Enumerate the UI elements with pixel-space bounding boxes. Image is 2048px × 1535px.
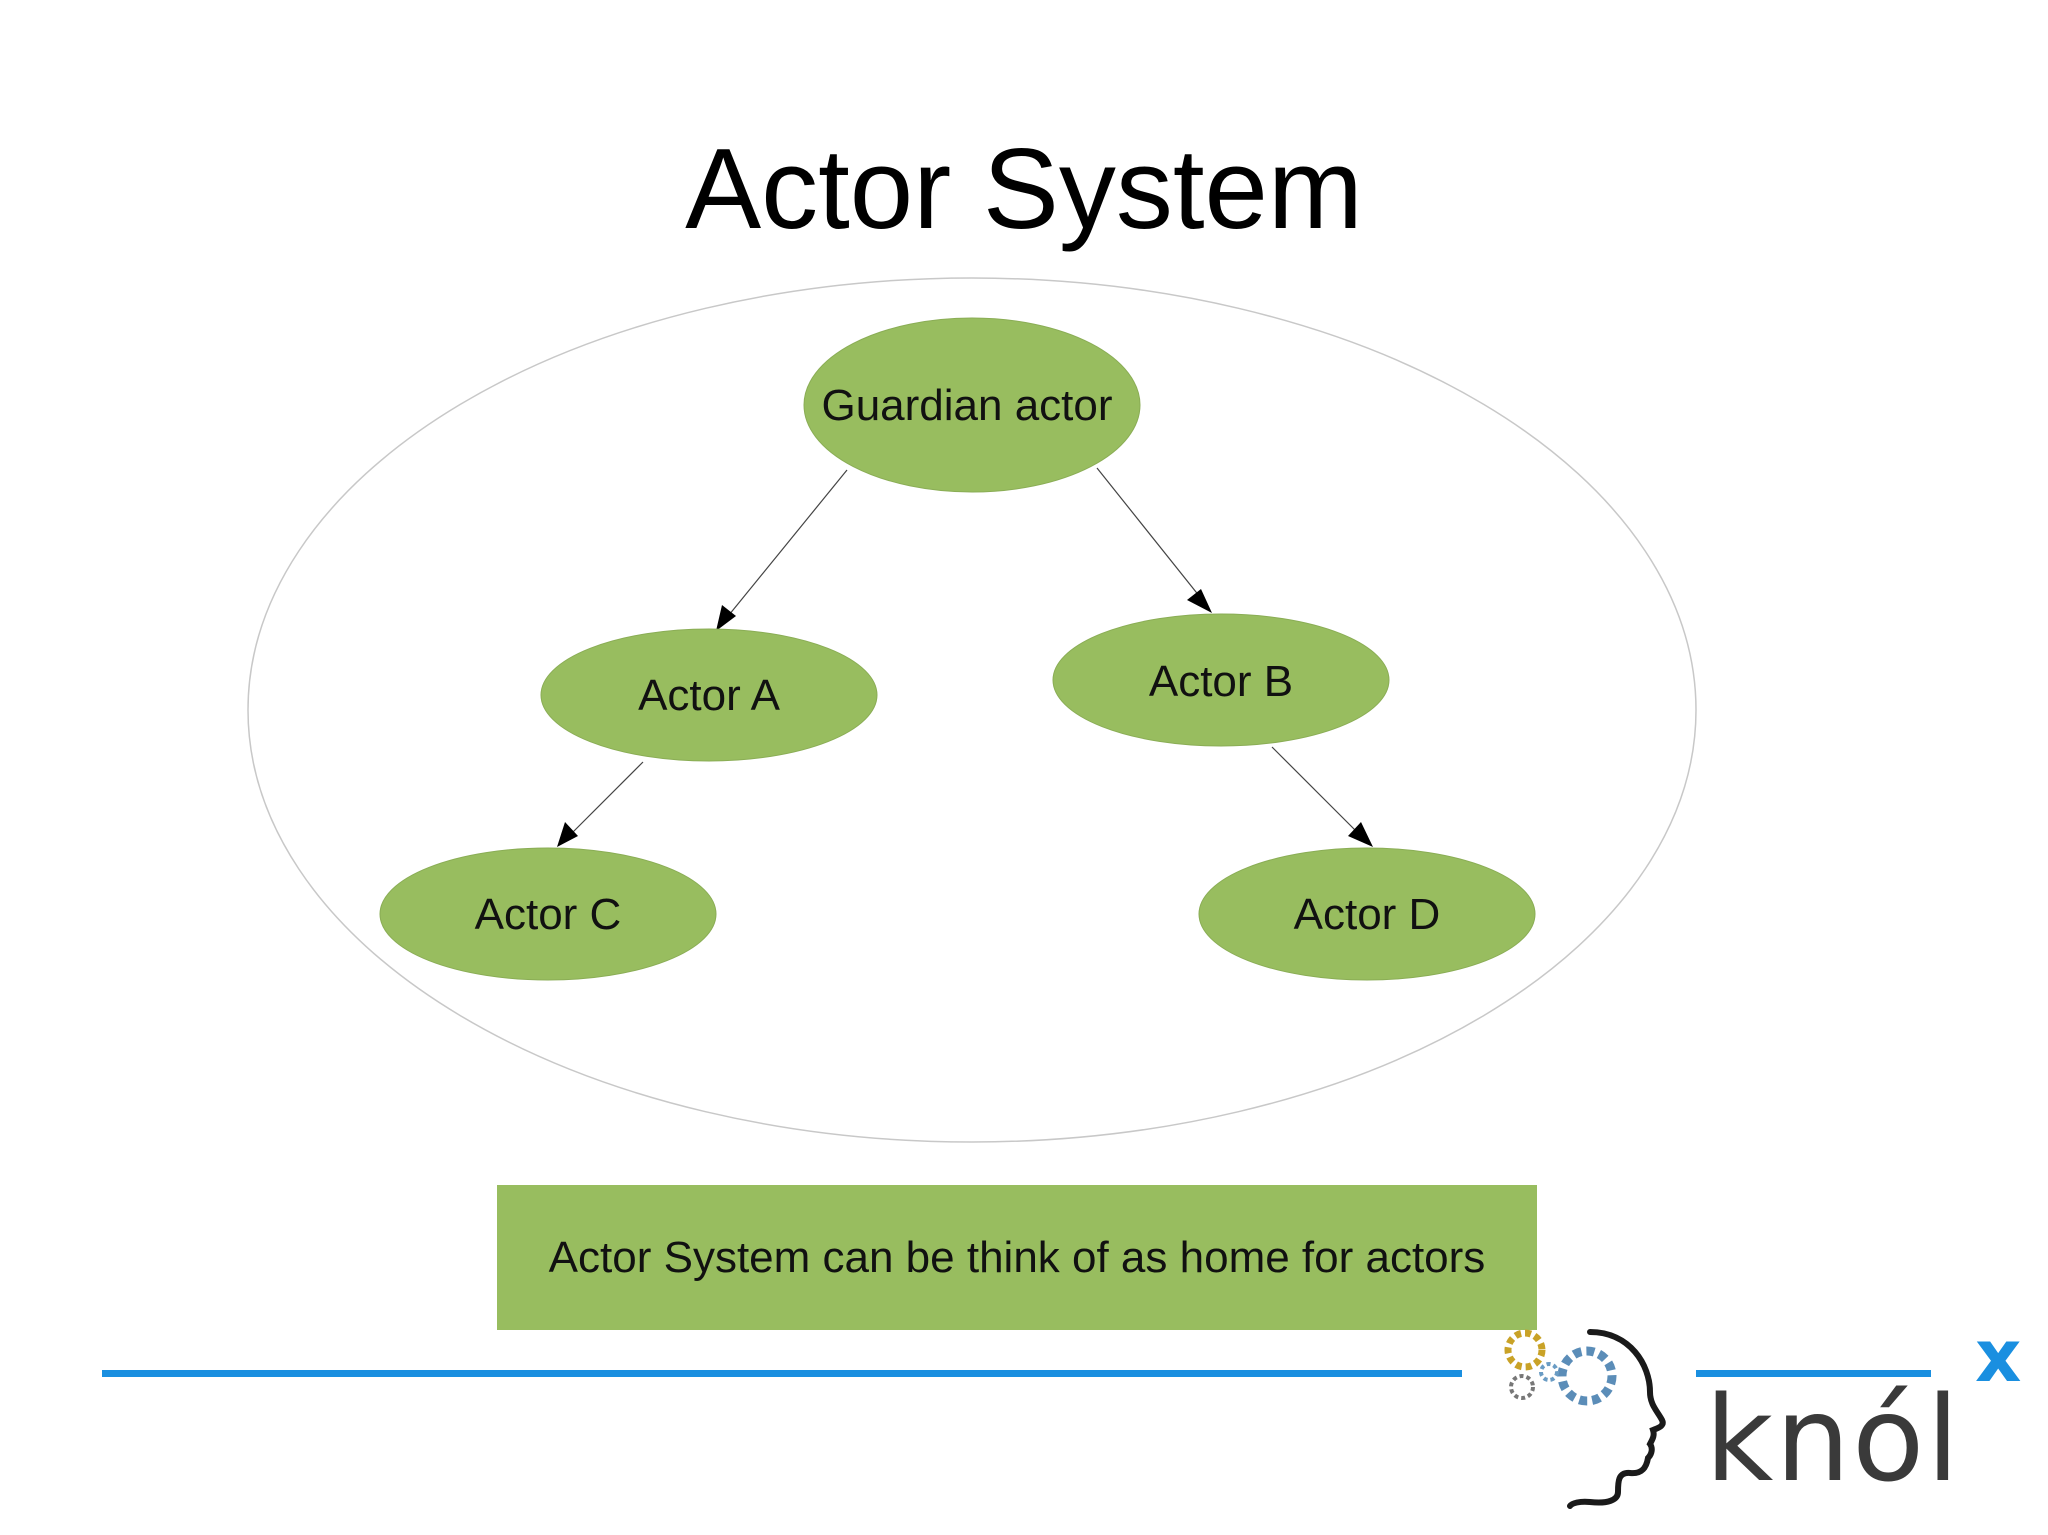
node-label-actor-a: Actor A [638, 671, 780, 720]
node-actor-c: Actor C [379, 847, 717, 981]
edge-guardian-to-actor-a [719, 469, 848, 627]
caption-box: Actor System can be think of as home for… [548, 1232, 1486, 1282]
node-actor-b: Actor B [1052, 613, 1390, 747]
knolx-logo: knól x [1490, 1320, 2030, 1520]
node-label-actor-c: Actor C [475, 890, 622, 939]
footer-line-left [102, 1370, 1462, 1377]
logo-superscript: x [1975, 1314, 2022, 1398]
logo-wordmark: knól [1705, 1370, 1962, 1508]
node-actor-a: Actor A [540, 628, 878, 762]
arrowhead-actor-a [716, 605, 736, 631]
node-label-actor-b: Actor B [1149, 657, 1293, 706]
head-gears-icon [1504, 1329, 1666, 1509]
slide-title: Actor System [685, 126, 1363, 253]
footer-line-right [1696, 1370, 1931, 1377]
edge-guardian-to-actor-b [1096, 467, 1209, 608]
arrowhead-actor-b [1187, 589, 1212, 613]
caption-box-background [497, 1185, 1537, 1330]
node-actor-d: Actor D [1198, 847, 1536, 981]
node-label-guardian: Guardian actor [821, 381, 1112, 430]
arrowhead-actor-c [557, 822, 578, 847]
edge-actor-b-to-actor-d [1271, 746, 1366, 841]
node-guardian-actor: Guardian actor [803, 317, 1141, 493]
arrowhead-actor-d [1348, 822, 1373, 847]
node-label-actor-d: Actor D [1294, 890, 1441, 939]
edge-actor-a-to-actor-c [562, 761, 644, 843]
